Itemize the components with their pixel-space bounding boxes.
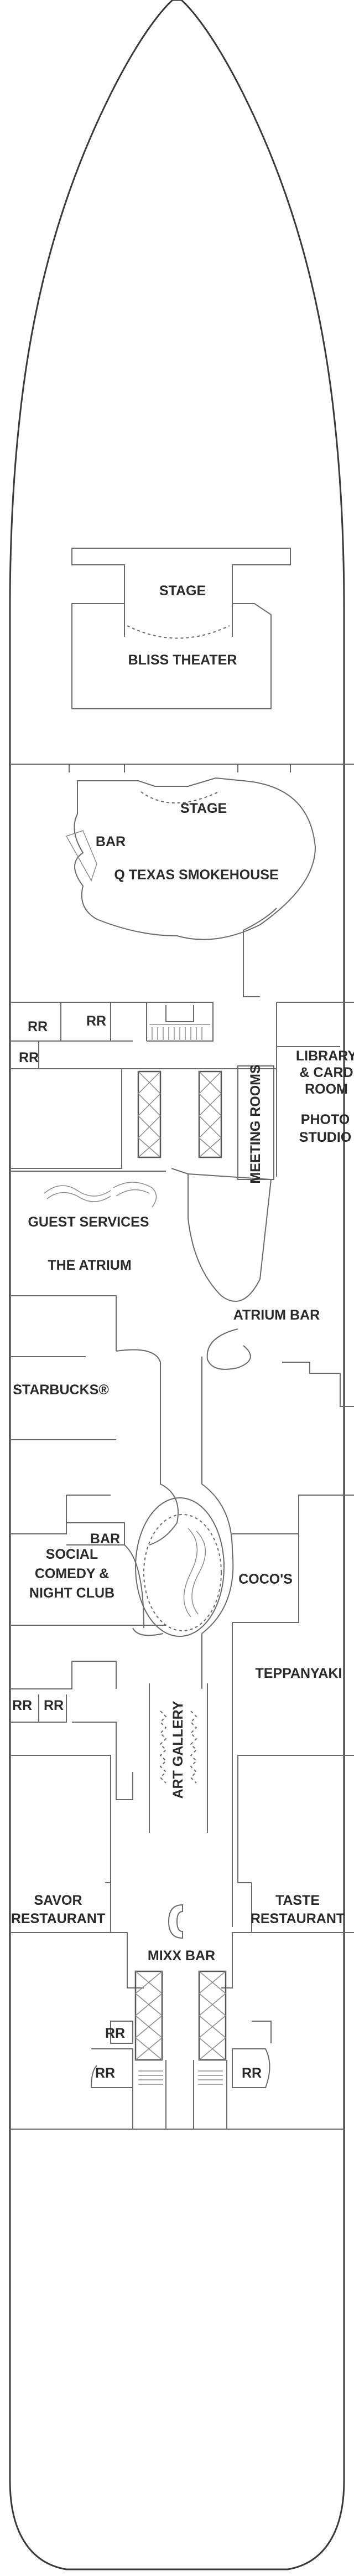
atrium-bar-label: ATRIUM BAR: [233, 1307, 320, 1323]
q-texas-area: [65, 764, 316, 997]
savor-label-1: SAVOR: [34, 1893, 82, 1908]
bliss-theater-area: [10, 548, 354, 765]
guest-services-label: GUEST SERVICES: [28, 1214, 149, 1230]
art-gallery-area: [10, 1661, 354, 1883]
restaurants-area: [10, 1883, 354, 1988]
the-atrium-label: THE ATRIUM: [48, 1258, 131, 1273]
atrium-area: [10, 1182, 354, 1407]
rr-5-label: RR: [44, 1698, 64, 1713]
cocos-label: COCO'S: [238, 1572, 293, 1587]
restroom-row: [10, 1002, 354, 1177]
atrium-oval: [135, 1357, 354, 1927]
social-label-1: SOCIAL: [46, 1547, 98, 1562]
library-label-2: & CARD: [299, 1065, 353, 1080]
q-texas-label: Q TEXAS SMOKEHOUSE: [114, 867, 278, 883]
social-label-3: NIGHT CLUB: [29, 1585, 114, 1601]
art-gallery-label: ART GALLERY: [170, 1701, 186, 1799]
rr-6-label: RR: [105, 2026, 125, 2041]
meeting-rooms-label: MEETING ROOMS: [248, 1064, 263, 1183]
starbucks-social-area: [10, 1349, 179, 1636]
bar-left-label: BAR: [96, 834, 126, 849]
mixx-bar-label: MIXX BAR: [148, 1948, 215, 1964]
rr-7-label: RR: [95, 2065, 115, 2081]
teppanyaki-label: TEPPANYAKI: [256, 1666, 342, 1681]
taste-label-1: TASTE: [275, 1893, 320, 1908]
rr-8-label: RR: [242, 2065, 262, 2081]
photo-label-1: PHOTO: [301, 1112, 350, 1127]
stage-top-label: STAGE: [159, 583, 206, 599]
central-elevators: [10, 1065, 277, 1302]
rr-3-label: RR: [19, 1050, 39, 1065]
aft-elevators: [10, 1970, 344, 2130]
rr-2-label: RR: [86, 1013, 106, 1029]
taste-label-2: RESTAURANT: [251, 1911, 345, 1926]
library-label-1: LIBRARY: [296, 1048, 354, 1064]
bliss-theater-label: BLISS THEATER: [128, 652, 237, 668]
starbucks-label: STARBUCKS®: [13, 1382, 109, 1398]
rr-4-label: RR: [12, 1698, 32, 1713]
rr-1-label: RR: [28, 1019, 48, 1034]
library-label-3: ROOM: [305, 1081, 348, 1097]
social-label-2: COMEDY &: [35, 1566, 109, 1581]
photo-label-2: STUDIO: [299, 1130, 351, 1145]
ship-hull: [9, 0, 345, 2570]
stage-mid-label: STAGE: [180, 801, 227, 816]
savor-label-2: RESTAURANT: [11, 1911, 105, 1926]
bar-small-label: BAR: [90, 1531, 120, 1547]
